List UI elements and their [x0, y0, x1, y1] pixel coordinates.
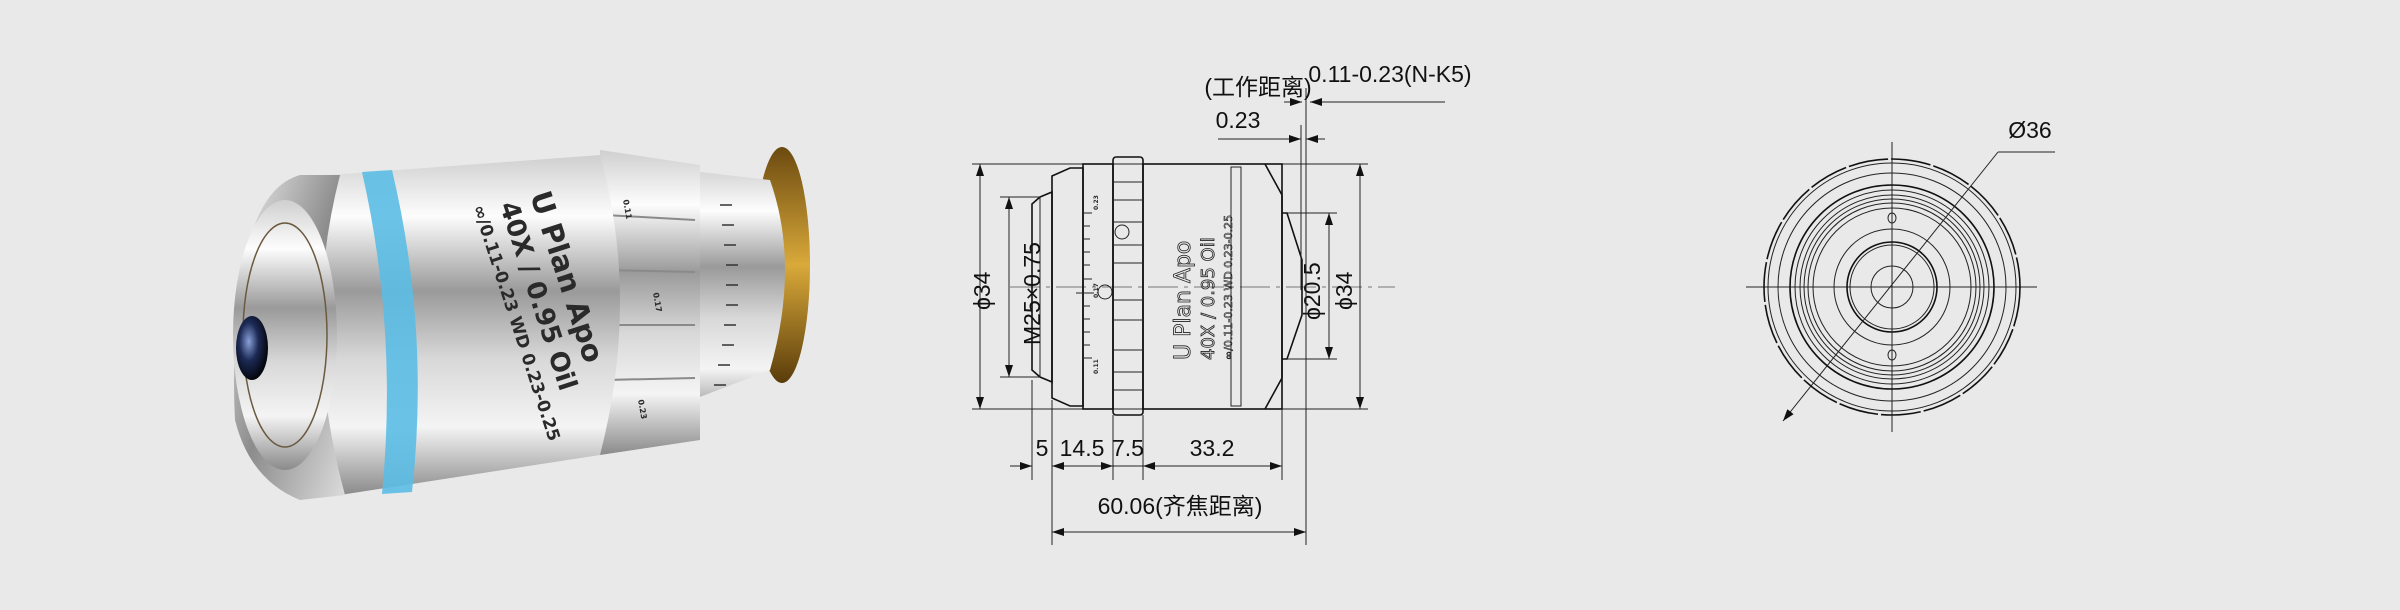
dim-len-ring-label: 7.5: [1112, 435, 1144, 461]
outer-knurl: [1763, 158, 2021, 416]
dim-len-flange-label: 14.5: [1060, 435, 1105, 461]
collar-scale: [1076, 212, 1094, 359]
scale-mark-label: 0.17: [651, 292, 663, 313]
front-lens: [236, 316, 268, 380]
objective-lens-photo: 0.11 0.17 0.23 U Plan Apo 40X / 0.95 Oil…: [233, 147, 810, 500]
screw-icon: [1114, 224, 1130, 240]
screw-hole: [1887, 212, 1897, 224]
dim-parfocal-label: 60.06(齐焦距离): [1098, 493, 1263, 519]
scale-mark-label: 0.11: [1093, 359, 1100, 374]
dim-diameter-label: Ø36: [2008, 117, 2051, 143]
extension-lines: [1031, 88, 1307, 545]
dim-outer-dia-right-label: ϕ34: [1331, 271, 1357, 310]
front-chamfer: [1264, 163, 1283, 410]
engraving-line-1: U Plan Apo: [1171, 241, 1196, 360]
knurl-lines: [604, 214, 696, 381]
color-band: [1230, 166, 1242, 407]
engraving-line-2: 40X / 0.95 Oil: [1198, 237, 1219, 360]
front-nose: [1282, 212, 1303, 360]
dim-working-distance-label: 0.23: [1216, 107, 1261, 133]
dim-outer-dia-left-label: ϕ34: [969, 271, 995, 310]
screw-hole: [1887, 349, 1897, 361]
scale-mark-label: 0.17: [1093, 283, 1100, 298]
drawing-engraving: U Plan Apo 40X / 0.95 Oil ∞/0.11-0.23 WD…: [1171, 215, 1236, 361]
screw-icon: [1097, 284, 1113, 300]
side-view-drawing: 0.23 0.17 0.11 U Plan Apo 40X / 0.95 Oil…: [969, 61, 1472, 545]
nose-cone: [233, 200, 337, 470]
dim-working-distance-caption: (工作距离): [1204, 74, 1311, 100]
color-band: [362, 170, 418, 494]
knurl-lines: [1114, 181, 1142, 391]
knurled-ring: [1112, 156, 1144, 416]
scale-mark-label: 0.23: [636, 399, 648, 420]
engraving-line-3: ∞/0.11-0.23 WD 0.23-0.25: [1222, 215, 1235, 360]
dim-thread-label: M25×0.75: [1019, 242, 1045, 345]
dim-len-barrel-label: 33.2: [1190, 435, 1235, 461]
scale-mark-label: 0.23: [1093, 195, 1100, 210]
dim-diameter: [1782, 151, 1999, 422]
dim-len-thread-label: 5: [1036, 435, 1049, 461]
dim-cover-glass-label: 0.11-0.23(N-K5): [1308, 61, 1471, 87]
scale-mark-label: 0.11: [621, 199, 633, 220]
dim-front-dia-label: ϕ20.5: [1299, 262, 1325, 320]
front-view-drawing: Ø36: [1746, 117, 2055, 432]
correction-scale: [714, 204, 738, 386]
